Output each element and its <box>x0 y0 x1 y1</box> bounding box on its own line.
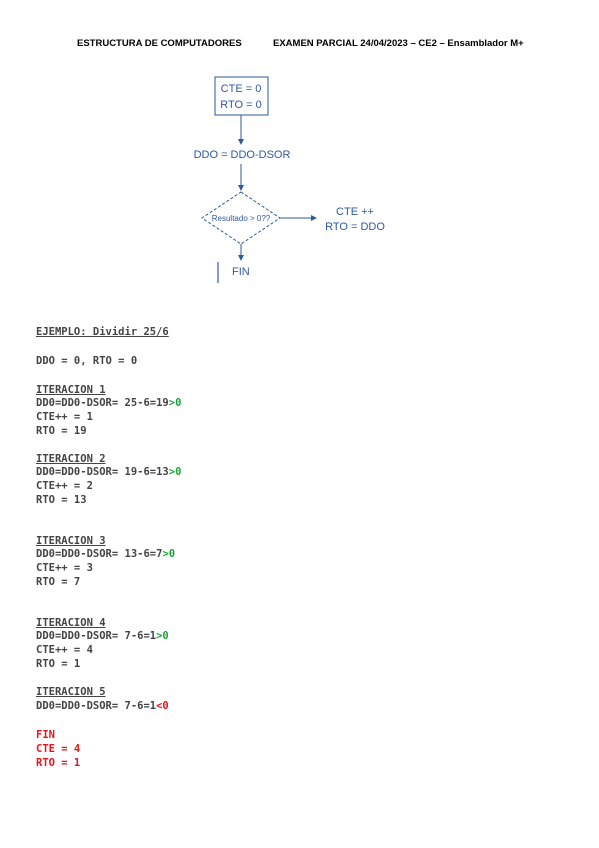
example-title: EJEMPLO: Dividir 25/6 <box>36 326 169 338</box>
condition-text: Resultado > 0?? <box>212 214 271 223</box>
iteration-cte: CTE++ = 4 <box>36 644 93 656</box>
init-line1: CTE = 0 <box>221 83 262 95</box>
subtract-step: DDO = DDO-DSOR <box>194 149 291 161</box>
init-line2: RTO = 0 <box>220 99 261 111</box>
iteration-cte: CTE++ = 3 <box>36 562 93 574</box>
result-cte: CTE = 4 <box>36 743 81 755</box>
iteration-rto: RTO = 7 <box>36 576 81 588</box>
iteration-rto: RTO = 1 <box>36 658 81 670</box>
course-title: ESTRUCTURA DE COMPUTADORES <box>77 38 242 49</box>
iteration-op: DD0=DD0-DSOR= 19-6=13>0 <box>36 466 182 478</box>
example-init: DDO = 0, RTO = 0 <box>36 355 138 367</box>
true-line2: RTO = DDO <box>325 221 385 233</box>
iteration-title: ITERACION 4 <box>36 617 106 629</box>
iteration-title: ITERACION 3 <box>36 535 106 547</box>
iteration-op: DD0=DD0-DSOR= 7-6=1>0 <box>36 630 169 642</box>
iteration-cte: CTE++ = 1 <box>36 411 93 423</box>
result-rto: RTO = 1 <box>36 757 81 769</box>
iteration-op: DD0=DD0-DSOR= 25-6=19>0 <box>36 397 182 409</box>
iteration-op: DD0=DD0-DSOR= 13-6=7>0 <box>36 548 176 560</box>
iteration-title: ITERACION 1 <box>36 384 106 396</box>
flowchart: CTE = 0 RTO = 0 DDO = DDO-DSOR Resultado… <box>194 76 385 283</box>
exam-title: EXAMEN PARCIAL 24/04/2023 – CE2 – Ensamb… <box>273 38 524 49</box>
true-line1: CTE ++ <box>336 206 374 218</box>
iteration-rto: RTO = 13 <box>36 494 87 506</box>
iteration-rto: RTO = 19 <box>36 425 87 437</box>
iteration-op: DD0=DD0-DSOR= 7-6=1<0 <box>36 700 169 712</box>
condition-diamond <box>201 191 281 245</box>
iteration-title: ITERACION 5 <box>36 686 106 698</box>
end-label: FIN <box>232 266 250 278</box>
iteration-title: ITERACION 2 <box>36 453 106 465</box>
result-fin: FIN <box>36 729 55 741</box>
iteration-cte: CTE++ = 2 <box>36 480 93 492</box>
